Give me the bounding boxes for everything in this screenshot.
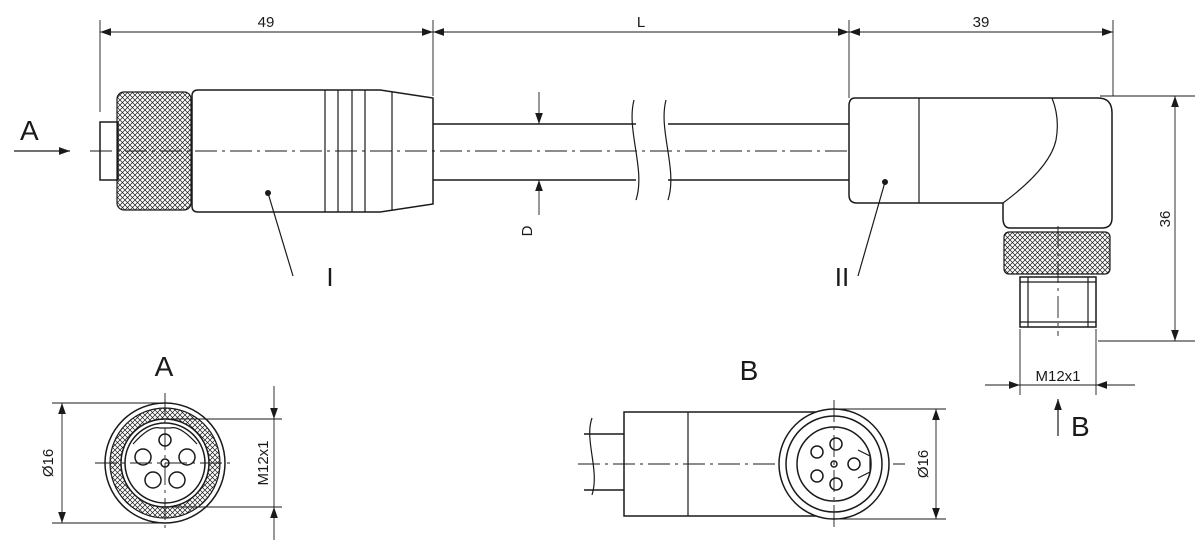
top-dimensions: 49 L 39 [99,14,1114,112]
view-b-title: B [740,355,759,386]
dim-angled-height: 36 [1157,211,1174,228]
view-a: A Ø16 M12x1 [40,351,282,540]
view-a-title: A [155,351,174,382]
view-arrow-a: A [14,115,70,155]
dim-right-length: 39 [973,14,990,31]
connector-2 [848,97,1113,336]
cable [90,99,870,201]
dim-diameter-a: Ø16 [40,449,57,477]
dim-left-length: 49 [258,14,275,31]
right-dimensions: 36 M12x1 [985,95,1195,395]
view-b: B Ø16 [578,355,946,528]
part-label-2: II [835,262,849,292]
part-label-1: I [326,262,333,292]
view-arrow-b: B [1054,399,1090,442]
dim-thread-side: M12x1 [1035,368,1080,385]
cable-diameter-dimension: D [519,92,543,236]
dim-diameter-b: Ø16 [915,450,932,478]
view-arrow-a-label: A [20,115,39,146]
part-labels: I II [265,179,888,292]
view-arrow-b-label: B [1071,411,1090,442]
dim-cable-length: L [637,14,645,31]
dim-thread-a: M12x1 [255,440,272,485]
dim-cable-diameter: D [519,225,536,236]
